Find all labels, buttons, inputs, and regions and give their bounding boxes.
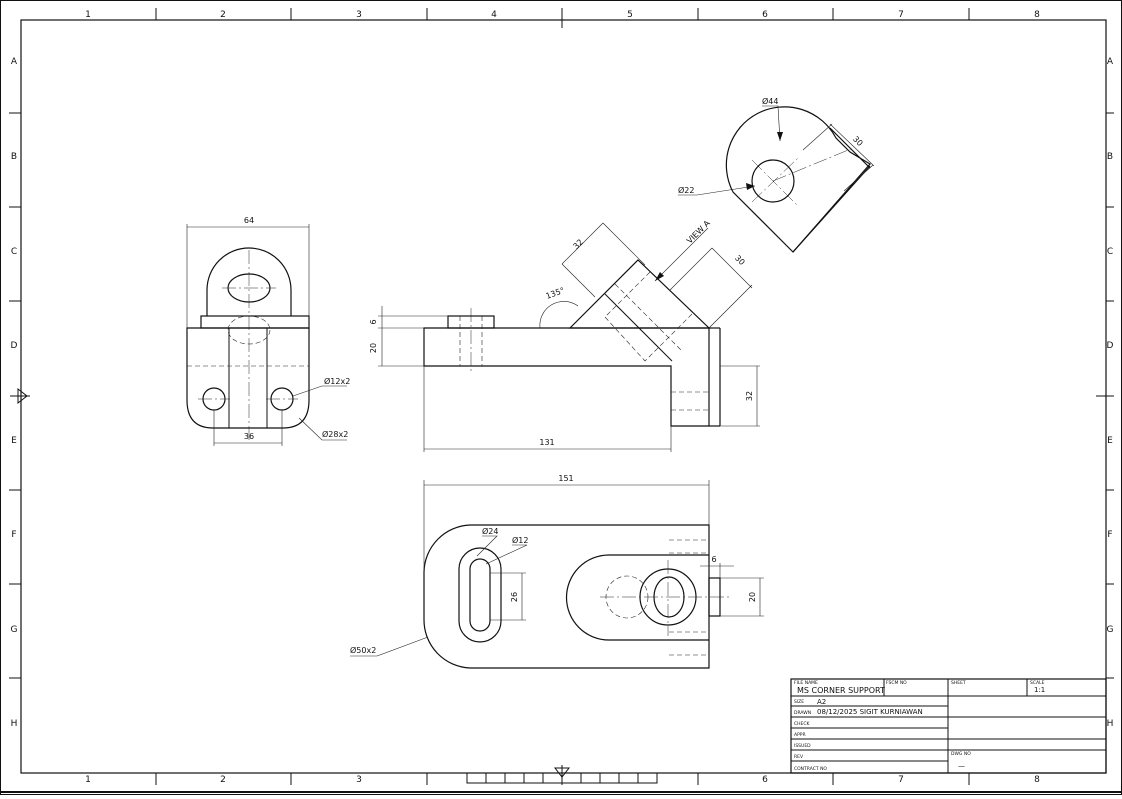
zone-col-6: 6 (762, 10, 768, 20)
zone-row-d-right: D (1107, 341, 1114, 351)
view-a-outline (725, 106, 871, 253)
tb-file-name-label: FILE NAME (794, 680, 818, 686)
zone-labels: 1 2 3 4 5 6 7 8 1 2 3 6 7 8 A B C D E F … (11, 10, 1114, 785)
tb-dwg-value: — (958, 762, 965, 770)
dim-top-plate: 6 (369, 319, 378, 324)
tb-file-name: MS CORNER SUPPORT (797, 686, 885, 695)
zone-col-1: 1 (85, 10, 91, 20)
zone-row-g-right: G (1107, 625, 1114, 635)
dim-hole-large: Ø28x2 (322, 429, 348, 439)
zone-col-6-bottom: 6 (762, 775, 768, 785)
zone-row-c-right: C (1107, 247, 1113, 257)
lug-outline (206, 247, 292, 316)
tb-sheet-label: SHEET (951, 680, 966, 686)
left-end-view: 64 36 Ø12x2 Ø28x2 (186, 216, 350, 446)
zone-ticks (9, 8, 1114, 785)
zone-col-1-bottom: 1 (85, 775, 91, 785)
zone-col-7: 7 (898, 10, 904, 20)
dim-slot-inner: Ø12 (512, 535, 528, 545)
tb-check-label: CHECK (794, 721, 811, 727)
zone-row-e: E (11, 436, 17, 446)
top-view: 151 26 Ø24 Ø12 Ø50x2 6 20 (350, 474, 764, 669)
dim-view-dia-outer: Ø44 (762, 96, 778, 106)
dim-hole-small: Ø12x2 (324, 376, 350, 386)
dim-view-dia-inner: Ø22 (678, 185, 694, 195)
tb-rev-label: REV (794, 754, 804, 760)
zone-col-3-bottom: 3 (356, 775, 362, 785)
inner-border (20, 19, 1107, 774)
zone-col-5: 5 (627, 10, 633, 20)
tb-fscm-label: FSCM NO (886, 680, 907, 686)
angled-boss (568, 259, 711, 329)
view-a-label: VIEW A (685, 218, 712, 245)
zone-row-h: H (11, 719, 18, 729)
zone-row-b-right: B (1107, 152, 1113, 162)
dim-angle: 135° (545, 286, 566, 301)
dim-base-length: 131 (539, 438, 554, 447)
zone-row-d: D (11, 341, 18, 351)
tab (708, 577, 721, 617)
zone-col-8-bottom: 8 (1034, 775, 1040, 785)
tb-scale-value: 1:1 (1034, 686, 1045, 694)
lug-base-plate (200, 315, 310, 329)
tb-scale-label: SCALE (1030, 680, 1045, 686)
scale-bar (466, 772, 658, 784)
slot-inner (469, 558, 491, 632)
dim-corner-radius: Ø50x2 (350, 645, 376, 655)
slot-outer (458, 547, 502, 643)
zone-row-a-right: A (1107, 57, 1114, 67)
tb-dwg-label: DWG NO (951, 751, 971, 757)
dim-tab-width: 6 (711, 555, 716, 564)
tb-size-value: A2 (817, 698, 826, 706)
front-view: 135° 32 30 VIEW A 6 20 131 32 (369, 218, 760, 452)
tb-drawn-value: 08/12/2025 SIGIT KURNIAWAN (817, 708, 923, 716)
tb-appr-label: APPR (794, 732, 806, 738)
zone-row-e-right: E (1107, 436, 1113, 446)
zone-col-4: 4 (491, 10, 497, 20)
tb-issued-label: ISSUED (794, 743, 811, 749)
zone-row-b: B (11, 152, 17, 162)
zone-row-c: C (11, 247, 17, 257)
tb-drawn-label: DRAWN (794, 710, 811, 716)
zone-col-8: 8 (1034, 10, 1040, 20)
zone-row-h-right: H (1107, 719, 1114, 729)
body-outline (186, 327, 310, 429)
lug-outline-top (565, 554, 709, 641)
dim-hole-spacing: 36 (244, 432, 254, 441)
zone-col-3: 3 (356, 10, 362, 20)
zone-col-7-bottom: 7 (898, 775, 904, 785)
dim-tab-height: 20 (748, 592, 757, 602)
centering-marks (10, 387, 571, 785)
zone-col-2-bottom: 2 (220, 775, 226, 785)
zone-row-g: G (11, 625, 18, 635)
zone-row-f-right: F (1107, 530, 1112, 540)
top-view-outline (423, 524, 710, 669)
tb-contract-label: CONTRACT NO (794, 766, 827, 772)
dim-overall-length: 151 (558, 474, 573, 483)
view-a-hole (751, 159, 795, 203)
dim-boss-depth: 30 (733, 253, 747, 267)
zone-row-a: A (11, 57, 18, 67)
dim-slot-length: 26 (510, 592, 519, 602)
title-block: FILE NAME FSCM NO SHEET SCALE MS CORNER … (790, 678, 1107, 774)
dim-leg-height: 32 (745, 391, 754, 401)
dim-base-height: 20 (369, 343, 378, 353)
dim-left-width: 64 (244, 216, 254, 225)
front-body-outline (423, 327, 710, 427)
zone-col-2: 2 (220, 10, 226, 20)
dim-slot-outer: Ø24 (482, 526, 498, 536)
tb-size-label: SIZE (794, 699, 804, 705)
zone-row-f: F (11, 530, 16, 540)
dim-boss-width: 32 (571, 237, 585, 251)
